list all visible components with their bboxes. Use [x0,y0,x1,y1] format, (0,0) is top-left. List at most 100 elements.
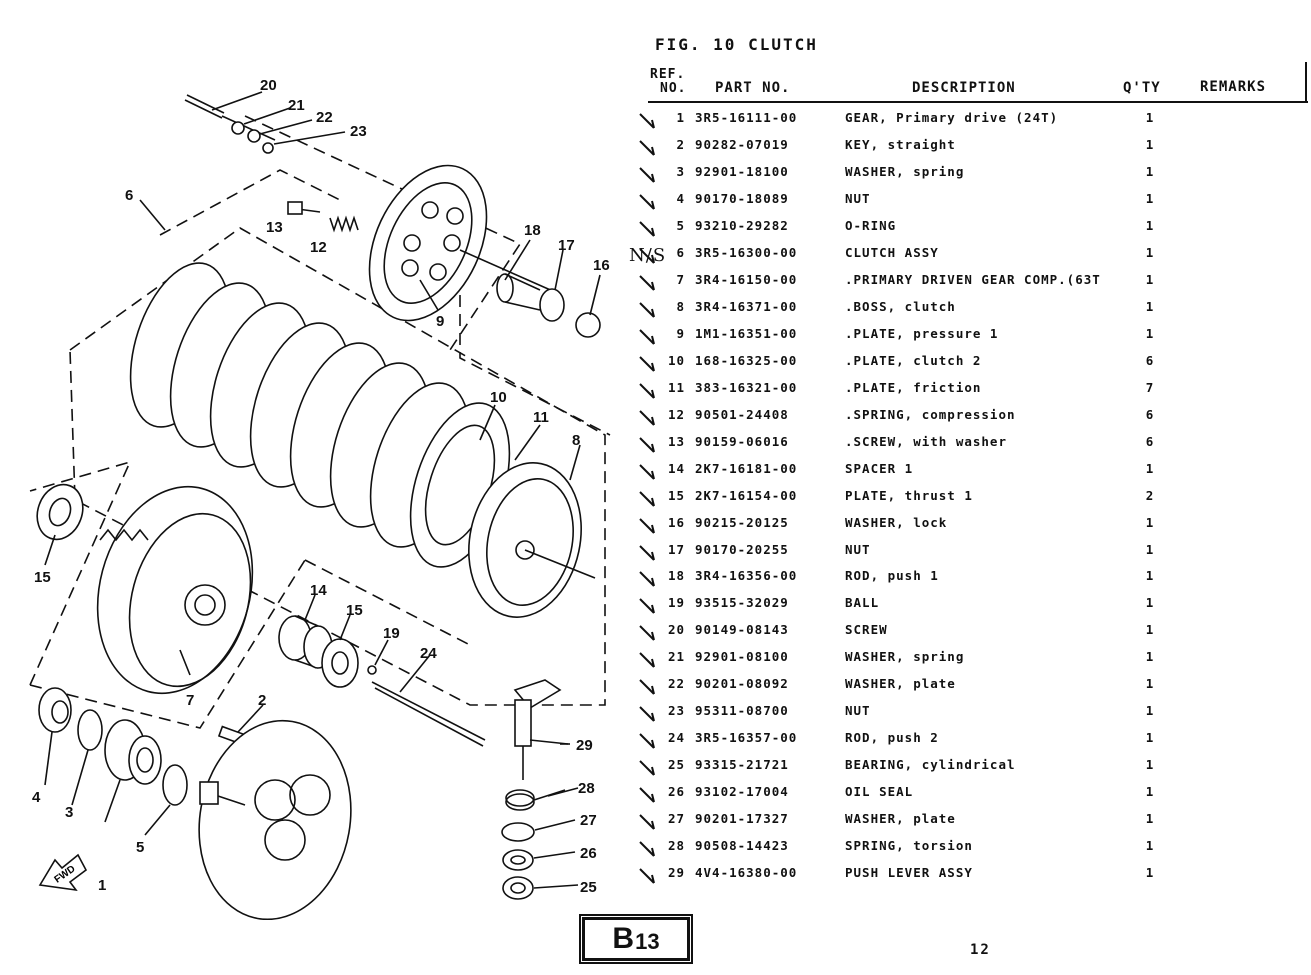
ref-no: 1 [676,110,685,125]
ref-no: 25 [667,757,685,773]
push-lever-29-icon [513,679,569,780]
ref-no: 29 [667,865,685,881]
checkmark-icon [638,380,664,404]
quantity: 1 [1145,244,1155,260]
ref-no: 14 [667,460,685,476]
checkmark-icon [638,137,664,161]
callout-3: 3 [65,804,73,821]
checkmark-icon [638,164,664,188]
ref-no: 3 [676,163,685,179]
exploded-diagram: FWD [0,60,625,920]
checkmark-icon [638,110,664,134]
part-number: 1M1-16351-00 [695,325,798,341]
quantity: 1 [1145,811,1155,827]
quantity: 1 [1145,622,1155,638]
quantity: 6 [1145,433,1155,449]
callout-24: 24 [420,645,437,662]
ref-no: 6 [676,244,685,260]
quantity: 1 [1145,217,1155,233]
description: NUT [845,541,871,557]
checkmark-icon [638,218,664,242]
ref-header-line1: REF. [650,67,686,82]
header-right-border [1305,62,1307,102]
ref-no: 17 [667,541,685,557]
part-number: 93210-29282 [695,217,789,233]
checkmark-icon [638,515,664,539]
quantity: 7 [1145,379,1155,395]
callout-4: 4 [32,789,41,806]
checkmark-icon [638,676,664,700]
ref-no: 10 [667,352,685,368]
part-number: 93315-21721 [695,757,789,773]
quantity: 1 [1145,865,1155,881]
push-rod-18-icon [459,249,556,311]
checkmark-icon [638,245,664,269]
nut-23-icon [231,121,245,135]
primary-driven-gear-7-icon [96,485,254,695]
checkmark-icon [638,568,664,592]
checkmark-icon [638,838,664,862]
column-header-qty: Q'TY [1123,80,1161,96]
part-number: 92901-08100 [695,649,789,665]
lock-washer-16-icon [575,312,601,338]
description: .PRIMARY DRIVEN GEAR COMP.(63T [845,271,1101,287]
quantity: 6 [1145,352,1155,368]
description: .PLATE, friction [845,379,982,395]
callout-17: 17 [558,237,575,254]
ref-no: 22 [667,676,685,692]
ref-no: 16 [667,514,685,530]
description: WASHER, plate [845,811,956,827]
checkmark-icon [638,191,664,215]
description: SPACER 1 [845,460,914,476]
callout-25: 25 [580,879,597,896]
description: NUT [845,190,871,206]
part-number: 90282-07019 [695,136,789,152]
quantity: 1 [1145,676,1155,692]
callout-9: 9 [436,313,444,330]
washer-21-icon [262,142,274,154]
bearing-25-icon [502,876,534,900]
washer-22-icon [247,129,261,143]
ref-no: 15 [667,487,685,503]
clutch-plate-stack-icon [129,262,511,568]
checkmark-icon [638,622,664,646]
callout-6: 6 [125,187,133,204]
quantity: 1 [1145,190,1155,206]
column-header-remarks: REMARKS [1200,79,1267,95]
clutch-boss-8-icon [468,462,596,618]
checkmark-icon [638,488,664,512]
callout-28: 28 [578,780,595,797]
part-number: 90149-08143 [695,622,789,638]
description: NUT [845,703,871,719]
callout-numbers: 1234567891011121314151516171819202122232… [32,77,610,896]
description: WASHER, spring [845,163,965,179]
description: OIL SEAL [845,784,914,800]
callout-20: 20 [260,77,277,94]
nut-17-icon [539,288,565,322]
description: ROD, push 1 [845,568,939,584]
oil-seal-26-icon [502,849,534,871]
ref-no: 19 [667,595,685,611]
description: BEARING, cylindrical [845,757,1016,773]
ref-no: 18 [667,568,685,584]
part-number: 90170-20255 [695,541,789,557]
description: .SPRING, compression [845,406,1016,422]
part-number: 2K7-16154-00 [695,487,798,503]
part-number: 90170-18089 [695,190,789,206]
ref-no: 13 [667,433,685,449]
callout-12: 12 [310,239,327,256]
checkmark-icon [638,784,664,808]
part-number: 90201-17327 [695,811,789,827]
